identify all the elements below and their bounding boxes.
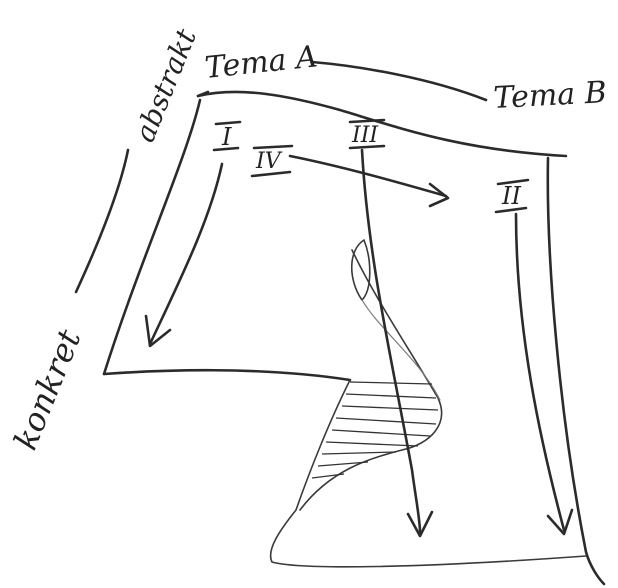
topic-axis-line: [312, 62, 486, 100]
surface-fold-right: [300, 250, 442, 510]
tema-a-label: Tema A: [203, 39, 319, 86]
path-ii-marker: II: [496, 180, 528, 212]
path-i-arrow: [150, 164, 222, 344]
path-iii-label: III: [351, 123, 379, 148]
path-iv-label: IV: [255, 149, 283, 174]
path-i-label: I: [221, 123, 232, 151]
surface-bottom-edge-left: [104, 370, 350, 380]
path-ii-arrow: [516, 214, 564, 530]
path-i-marker: I: [214, 122, 240, 151]
surface-right-edge: [548, 158, 604, 584]
abstraction-axis-line: [76, 150, 128, 292]
path-ii-label: II: [501, 182, 521, 210]
fold-hatching: [312, 382, 438, 478]
tema-b-label: Tema B: [493, 75, 608, 116]
path-iii-arrow: [362, 150, 420, 532]
path-i-arrowhead: [146, 316, 170, 346]
surface-fold-loop: [352, 240, 370, 300]
path-iii-marker: III: [350, 120, 384, 148]
surface-fold-inner: [362, 300, 440, 400]
surface-fold-left: [271, 380, 586, 567]
path-iv-arrow: [290, 156, 446, 196]
konkret-label: konkret: [6, 324, 88, 455]
path-iv-marker: IV: [252, 146, 292, 176]
